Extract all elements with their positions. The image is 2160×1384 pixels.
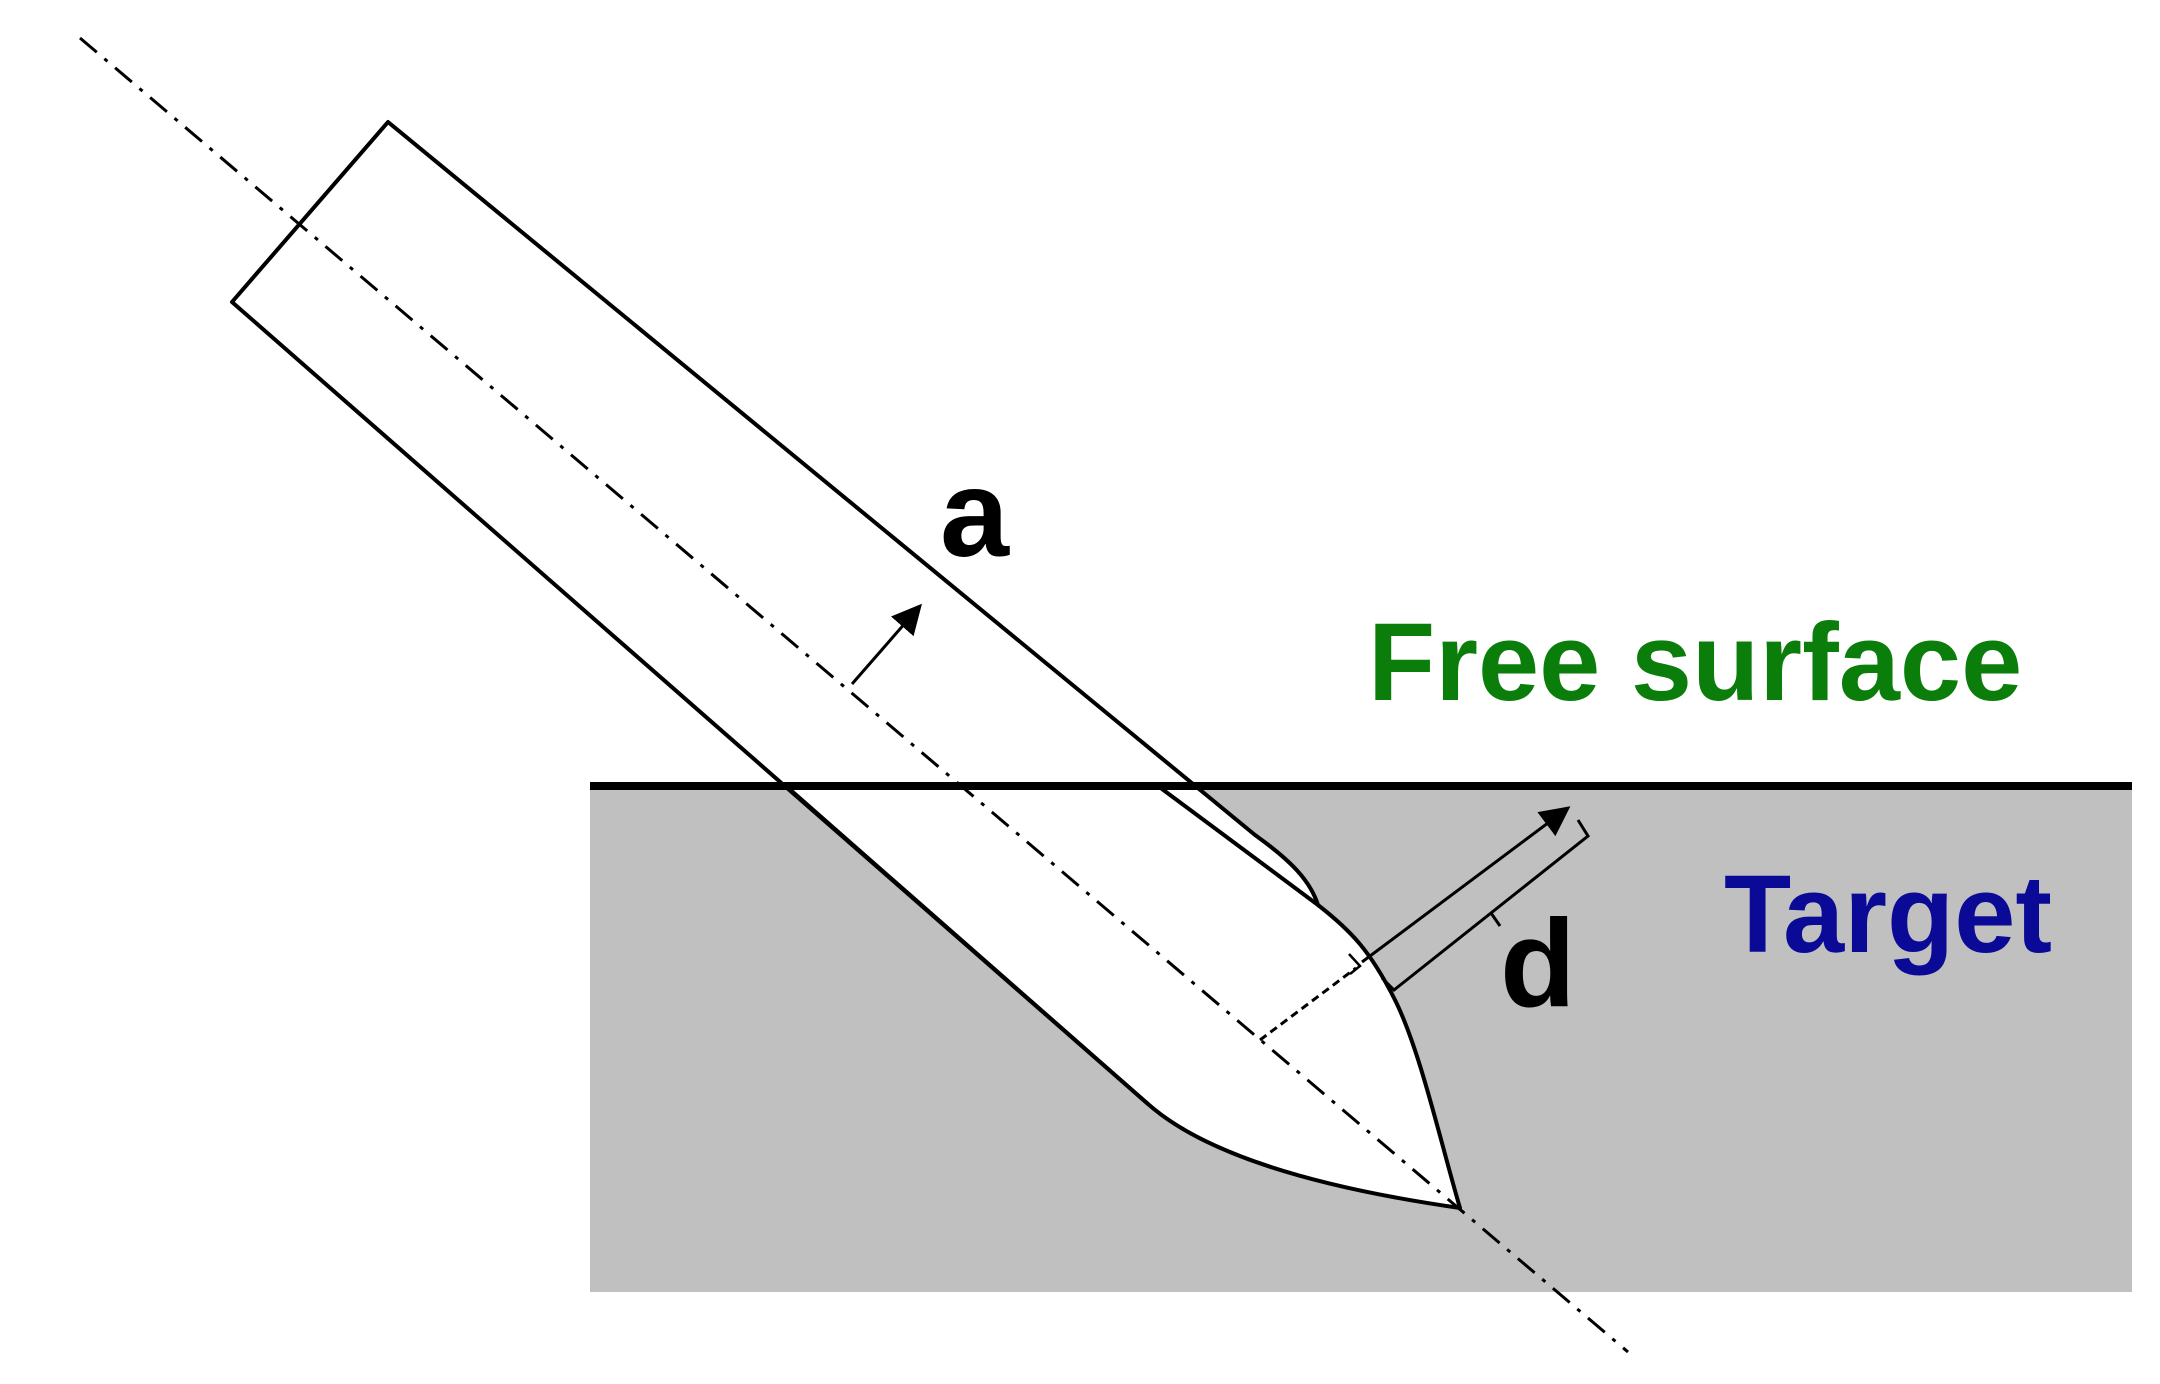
radius-arrow bbox=[850, 603, 922, 685]
projectile-body bbox=[230, 120, 1462, 1210]
nose-base-line bbox=[1259, 966, 1357, 1042]
label-free-surface: Free surface bbox=[1368, 601, 2022, 724]
right-angle-marker bbox=[1348, 953, 1362, 975]
label-d: d bbox=[1500, 895, 1576, 1033]
label-a: a bbox=[940, 445, 1010, 583]
depth-arrow bbox=[1361, 806, 1571, 964]
projectile-right-edge-in-target bbox=[1156, 784, 1320, 907]
projectile-axis-line bbox=[79, 36, 1629, 1354]
projectile-left-edge-in-target bbox=[784, 784, 1150, 1106]
depth-bracket-tick bbox=[1489, 912, 1502, 927]
label-target: Target bbox=[1724, 853, 2052, 976]
